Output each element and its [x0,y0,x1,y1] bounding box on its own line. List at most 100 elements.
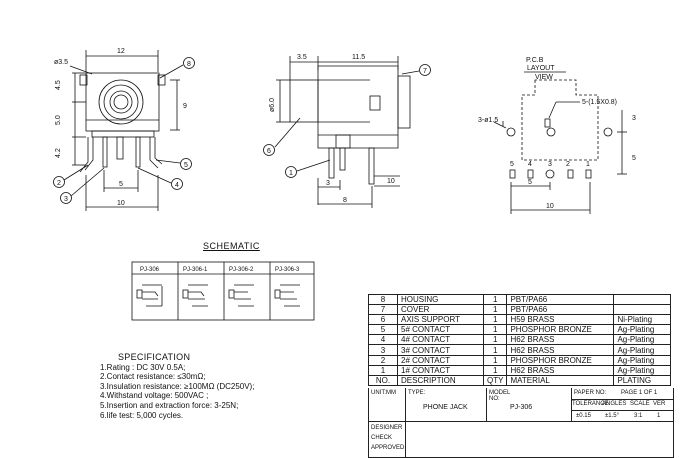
scale-value: 3:1 [634,413,643,419]
model-value: PJ-306 [510,404,533,411]
dim-side-8: 8 [343,197,347,204]
bom-cell-plating: Ag-Plating [613,344,672,356]
unit-label: UNIT:MM [371,390,396,396]
schematic-symbol-1 [136,284,163,307]
bom-cell-material: H62 BRASS [506,334,615,346]
schematic-part-2: PJ-306-1 [183,267,208,273]
callout-2: 2 [57,180,61,187]
callout-3: 3 [64,196,68,203]
dim-side-35: 3.5 [297,54,307,61]
front-view [53,50,195,211]
schematic-symbol-2 [182,284,208,307]
bom-cell-desc: DESCRIPTION [397,374,484,386]
bom-cell-no: 4 [368,334,398,346]
dim-side-3: 3 [326,180,330,187]
unit-cell: UNIT:MM [369,388,406,421]
bom-cell-qty: 1 [482,324,508,336]
specification-block: SPECIFICATION 1.Rating : DC 30V 0.5A; 2.… [100,352,255,420]
bom-cell-desc: COVER [397,304,484,316]
ver-label: VER [653,401,666,407]
schematic-part-4: PJ-306-3 [275,267,300,273]
bom-cell-qty: 1 [482,304,508,316]
model-cell: MODEL NO: PJ-306 [487,388,572,421]
schematic-part-3: PJ-306-2 [229,267,254,273]
bom-cell-desc: 5# CONTACT [397,324,484,336]
pcb-pin-5: 5 [510,161,514,168]
dim-bottom-10: 10 [117,200,125,207]
callout-7: 7 [423,68,427,75]
approved-label: APPROVED [371,445,405,451]
spec-line: 2.Contact resistance: ≤30mΩ; [100,372,206,382]
bom-cell-no: NO. [368,374,398,386]
bom-cell-plating [613,293,672,306]
bom-cell-desc: 3# CONTACT [397,344,484,356]
bom-cell-qty: 1 [482,334,508,346]
bom-cell-qty: 1 [482,354,508,366]
dim-side-115: 11.5 [352,54,365,61]
tolerance-row: TOLERANCE ANGLES SCALE VER [572,400,673,411]
bom-cell-material: PBT/PA66 [506,304,615,316]
schematic-part-labels: PJ-306 PJ-306-1 PJ-306-2 PJ-306-3 [140,267,300,273]
side-view [263,56,431,208]
bom-cell-no: 6 [368,314,398,326]
bom-cell-plating: Ag-Plating [613,364,672,376]
bom-cell-no: 8 [368,293,398,306]
title-block: UNIT:MM TYPE: PHONE JACK MODEL NO: PJ-30… [368,388,674,458]
schematic-boxes [131,261,315,321]
paper-row: PAPER NO: PAGE 1 OF 1 [572,388,673,400]
ver-value: 1 [657,413,661,419]
dim-side-dia: ø6.0 [269,98,276,112]
paper-no: PAPER NO: [574,390,607,396]
spec-line: 4.Withstand voltage: 500VAC ; [100,391,209,401]
schematic-symbol-4 [274,284,300,307]
callout-numbers: 8 2 3 4 5 7 6 1 [57,61,427,203]
dim-right-9: 9 [183,103,187,110]
bom-cell-material: H59 BRASS [506,314,615,326]
dim-left-50: 5.0 [55,115,62,125]
bom-cell-qty: 1 [482,314,508,326]
pcb-dim-5-right: 5 [632,155,636,162]
divider [369,421,673,422]
bom-cell-desc: AXIS SUPPORT [397,314,484,326]
callout-1: 1 [289,170,293,177]
callout-6: 6 [267,148,271,155]
bom-cell-plating: Ag-Plating [613,324,672,336]
dim-bottom-5: 5 [119,181,123,188]
pcb-slot-label: 5-(1.5X0.8) [582,99,617,106]
pcb-dim-3: 3 [632,115,636,122]
type-label: TYPE: [408,390,426,396]
signoff-cell: DESIGNER CHECK APPROVED [369,422,406,457]
bom-cell-desc: 2# CONTACT [397,354,484,366]
bom-cell-material: H62 BRASS [506,344,615,356]
pcb-pin-2: 2 [566,161,570,168]
bom-cell-no: 5 [368,324,398,336]
tolerance-values: ±0.15 ±1.5° 3:1 1 [572,411,673,421]
bom-cell-material: PBT/PA66 [506,293,615,306]
type-cell: TYPE: PHONE JACK [406,388,487,421]
model-label: MODEL NO: [489,390,511,402]
page-count: PAGE 1 OF 1 [621,390,658,396]
pcb-title-line2: LAYOUT [527,65,555,72]
dim-side-10: 10 [387,178,395,185]
bom-cell-plating: Ag-Plating [613,334,672,346]
bom-cell-qty: 1 [482,364,508,376]
angles-value: ±1.5° [605,413,620,419]
bom-cell-desc: HOUSING [397,293,484,306]
bom-cell-material: MATERIAL [506,374,615,386]
spec-line: 3.Insulation resistance: ≥100MΩ (DC250V)… [100,381,255,391]
schematic-part-1: PJ-306 [140,267,160,273]
pcb-hole-label: 3-ø1.5 [478,117,498,124]
spec-line: 5.Insertion and extraction force: 3-25N; [100,400,239,410]
bom-cell-no: 7 [368,304,398,316]
tolerance-value: ±0.15 [576,413,591,419]
pcb-pin-4: 4 [528,161,532,168]
